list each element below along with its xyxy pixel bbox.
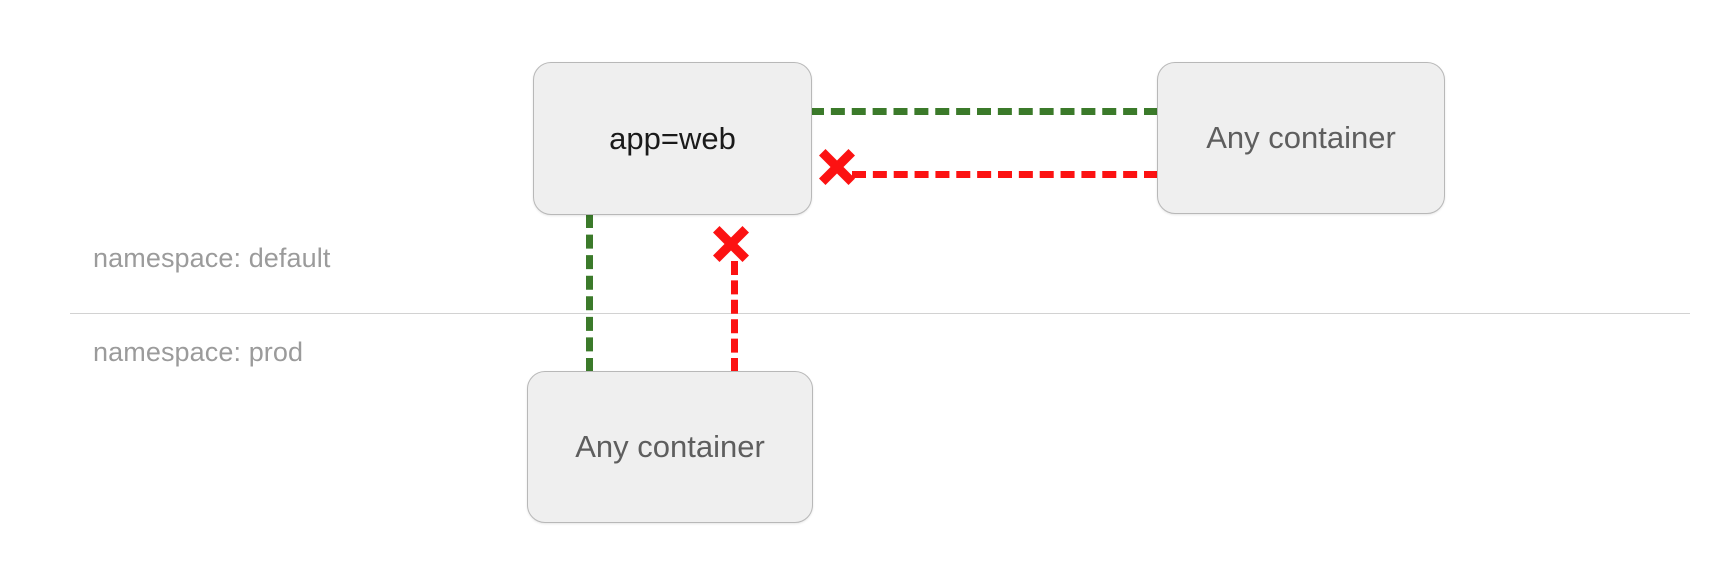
edge-app-web-to-container-bottom-allowed [586, 214, 593, 372]
node-app-web-label: app=web [609, 120, 736, 156]
edge-app-web-to-container-right-allowed [810, 108, 1158, 115]
node-container-bottom[interactable]: Any container [527, 371, 813, 523]
cross-x-icon [709, 222, 753, 266]
namespace-label-prod: namespace: prod [93, 337, 304, 367]
cross-x-icon [815, 145, 859, 189]
namespace-label-default: namespace: default [93, 243, 331, 273]
node-container-right-label: Any container [1206, 120, 1396, 155]
node-container-right[interactable]: Any container [1157, 62, 1445, 214]
node-container-bottom-label: Any container [575, 429, 765, 464]
namespace-divider [70, 313, 1690, 314]
node-app-web[interactable]: app=web [533, 62, 812, 215]
edge-app-web-to-container-right-denied [852, 171, 1158, 178]
edge-app-web-to-container-bottom-denied [731, 261, 738, 372]
